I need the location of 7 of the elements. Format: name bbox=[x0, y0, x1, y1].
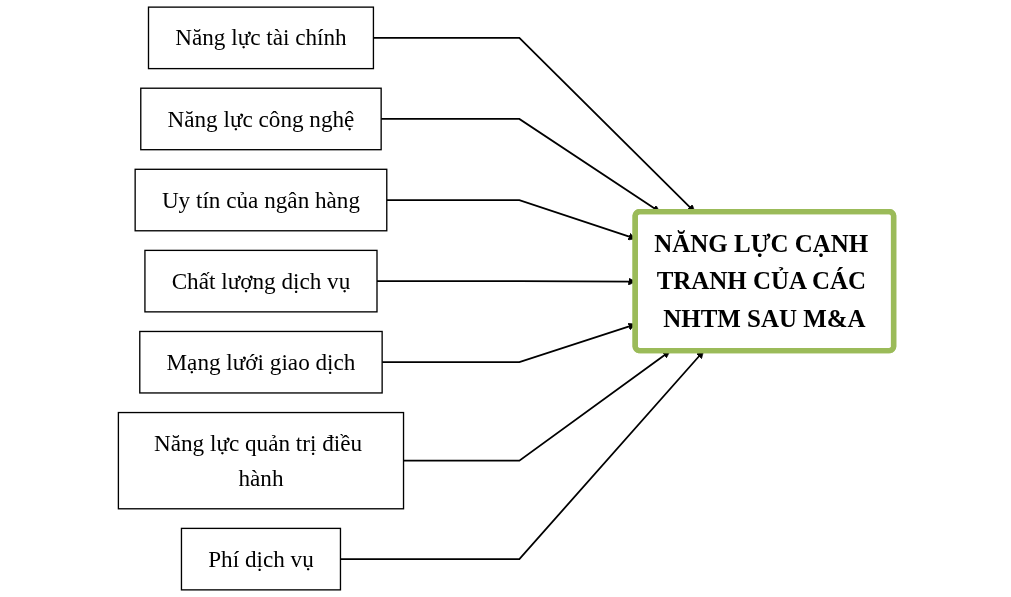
node-box: Mạng lưới giao dịch bbox=[138, 330, 383, 394]
node-box: Uy tín của ngân hàng bbox=[134, 168, 387, 232]
node-box: Năng lực tài chính bbox=[147, 6, 374, 70]
node-box: Năng lực quản trị điều hành bbox=[117, 411, 404, 510]
node-box: Năng lực công nghệ bbox=[139, 87, 382, 151]
node-box: Phí dịch vụ bbox=[180, 527, 341, 591]
node-box: Chất lượng dịch vụ bbox=[143, 249, 378, 313]
